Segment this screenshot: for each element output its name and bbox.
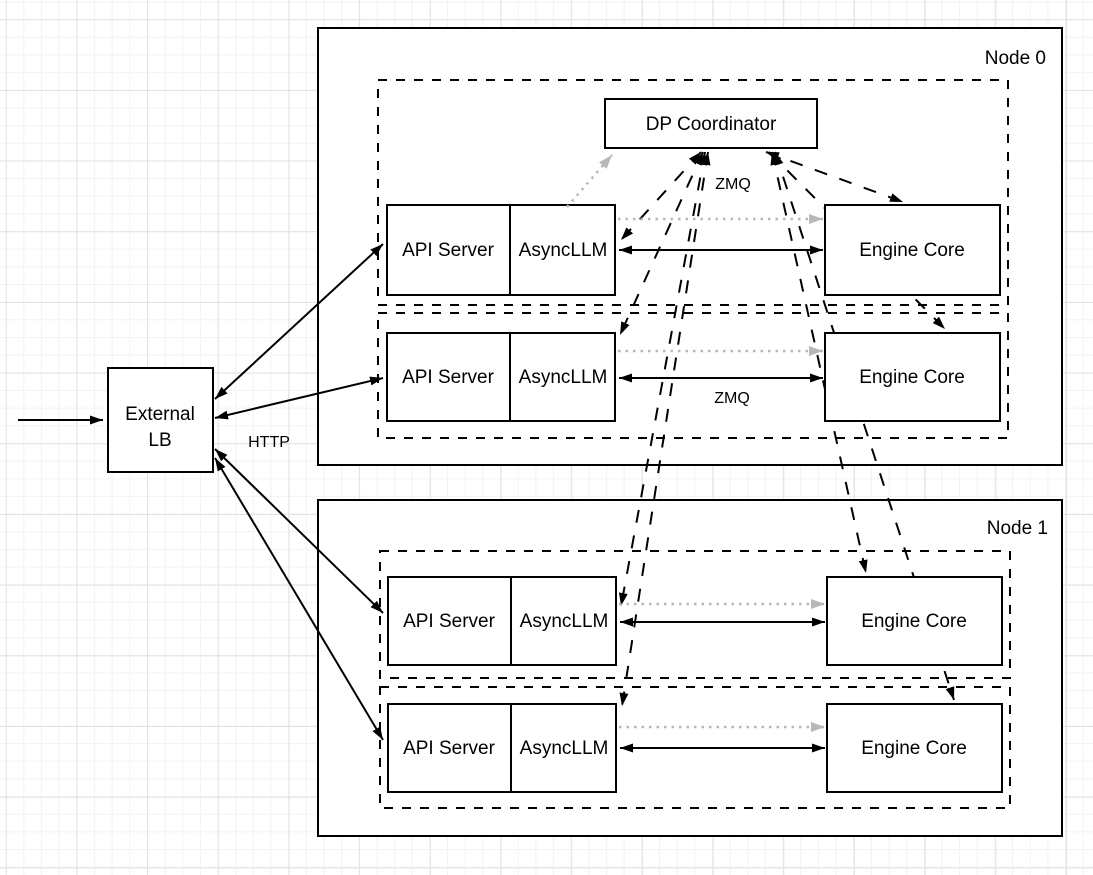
engine-core-label-0: Engine Core <box>859 240 965 261</box>
engine-core-label-3: Engine Core <box>861 738 967 759</box>
dp-coordinator-label: DP Coordinator <box>646 114 777 135</box>
engine-core-box-3 <box>826 703 1003 793</box>
external-lb-label-line2: LB <box>148 430 171 451</box>
node0-label: Node 0 <box>985 48 1046 69</box>
zmq-label-coordinator: ZMQ <box>715 176 751 193</box>
engine-core-label-1: Engine Core <box>859 367 965 388</box>
http-link-lb-api-0 <box>214 243 384 400</box>
asyncllm-label-1: AsyncLLM <box>519 367 608 388</box>
engine-core-box-1 <box>824 332 1001 422</box>
api-server-label-3: API Server <box>403 738 496 759</box>
http-link-lb-api-3 <box>214 457 384 741</box>
engine-core-box-2 <box>826 576 1003 666</box>
api-asyncllm-box-3 <box>387 703 617 793</box>
engine-core-label-2: Engine Core <box>861 611 967 632</box>
api-server-label-1: API Server <box>402 367 495 388</box>
api-asyncllm-box-1 <box>386 332 616 422</box>
asyncllm-label-0: AsyncLLM <box>519 240 608 261</box>
api-server-label-2: API Server <box>403 611 496 632</box>
zmq-label-engine: ZMQ <box>714 390 750 407</box>
node1-label: Node 1 <box>987 518 1048 539</box>
external-lb-label-line1: External <box>125 404 195 425</box>
api-asyncllm-box-2 <box>387 576 617 666</box>
api-asyncllm-box-0 <box>386 204 616 296</box>
http-label: HTTP <box>248 434 290 451</box>
asyncllm-label-3: AsyncLLM <box>520 738 609 759</box>
external-lb-box <box>107 367 214 473</box>
asyncllm-label-2: AsyncLLM <box>520 611 609 632</box>
http-link-lb-api-1 <box>214 376 384 420</box>
api-server-label-0: API Server <box>402 240 495 261</box>
engine-core-box-0 <box>824 204 1001 296</box>
dp-coordinator-box <box>604 98 818 149</box>
